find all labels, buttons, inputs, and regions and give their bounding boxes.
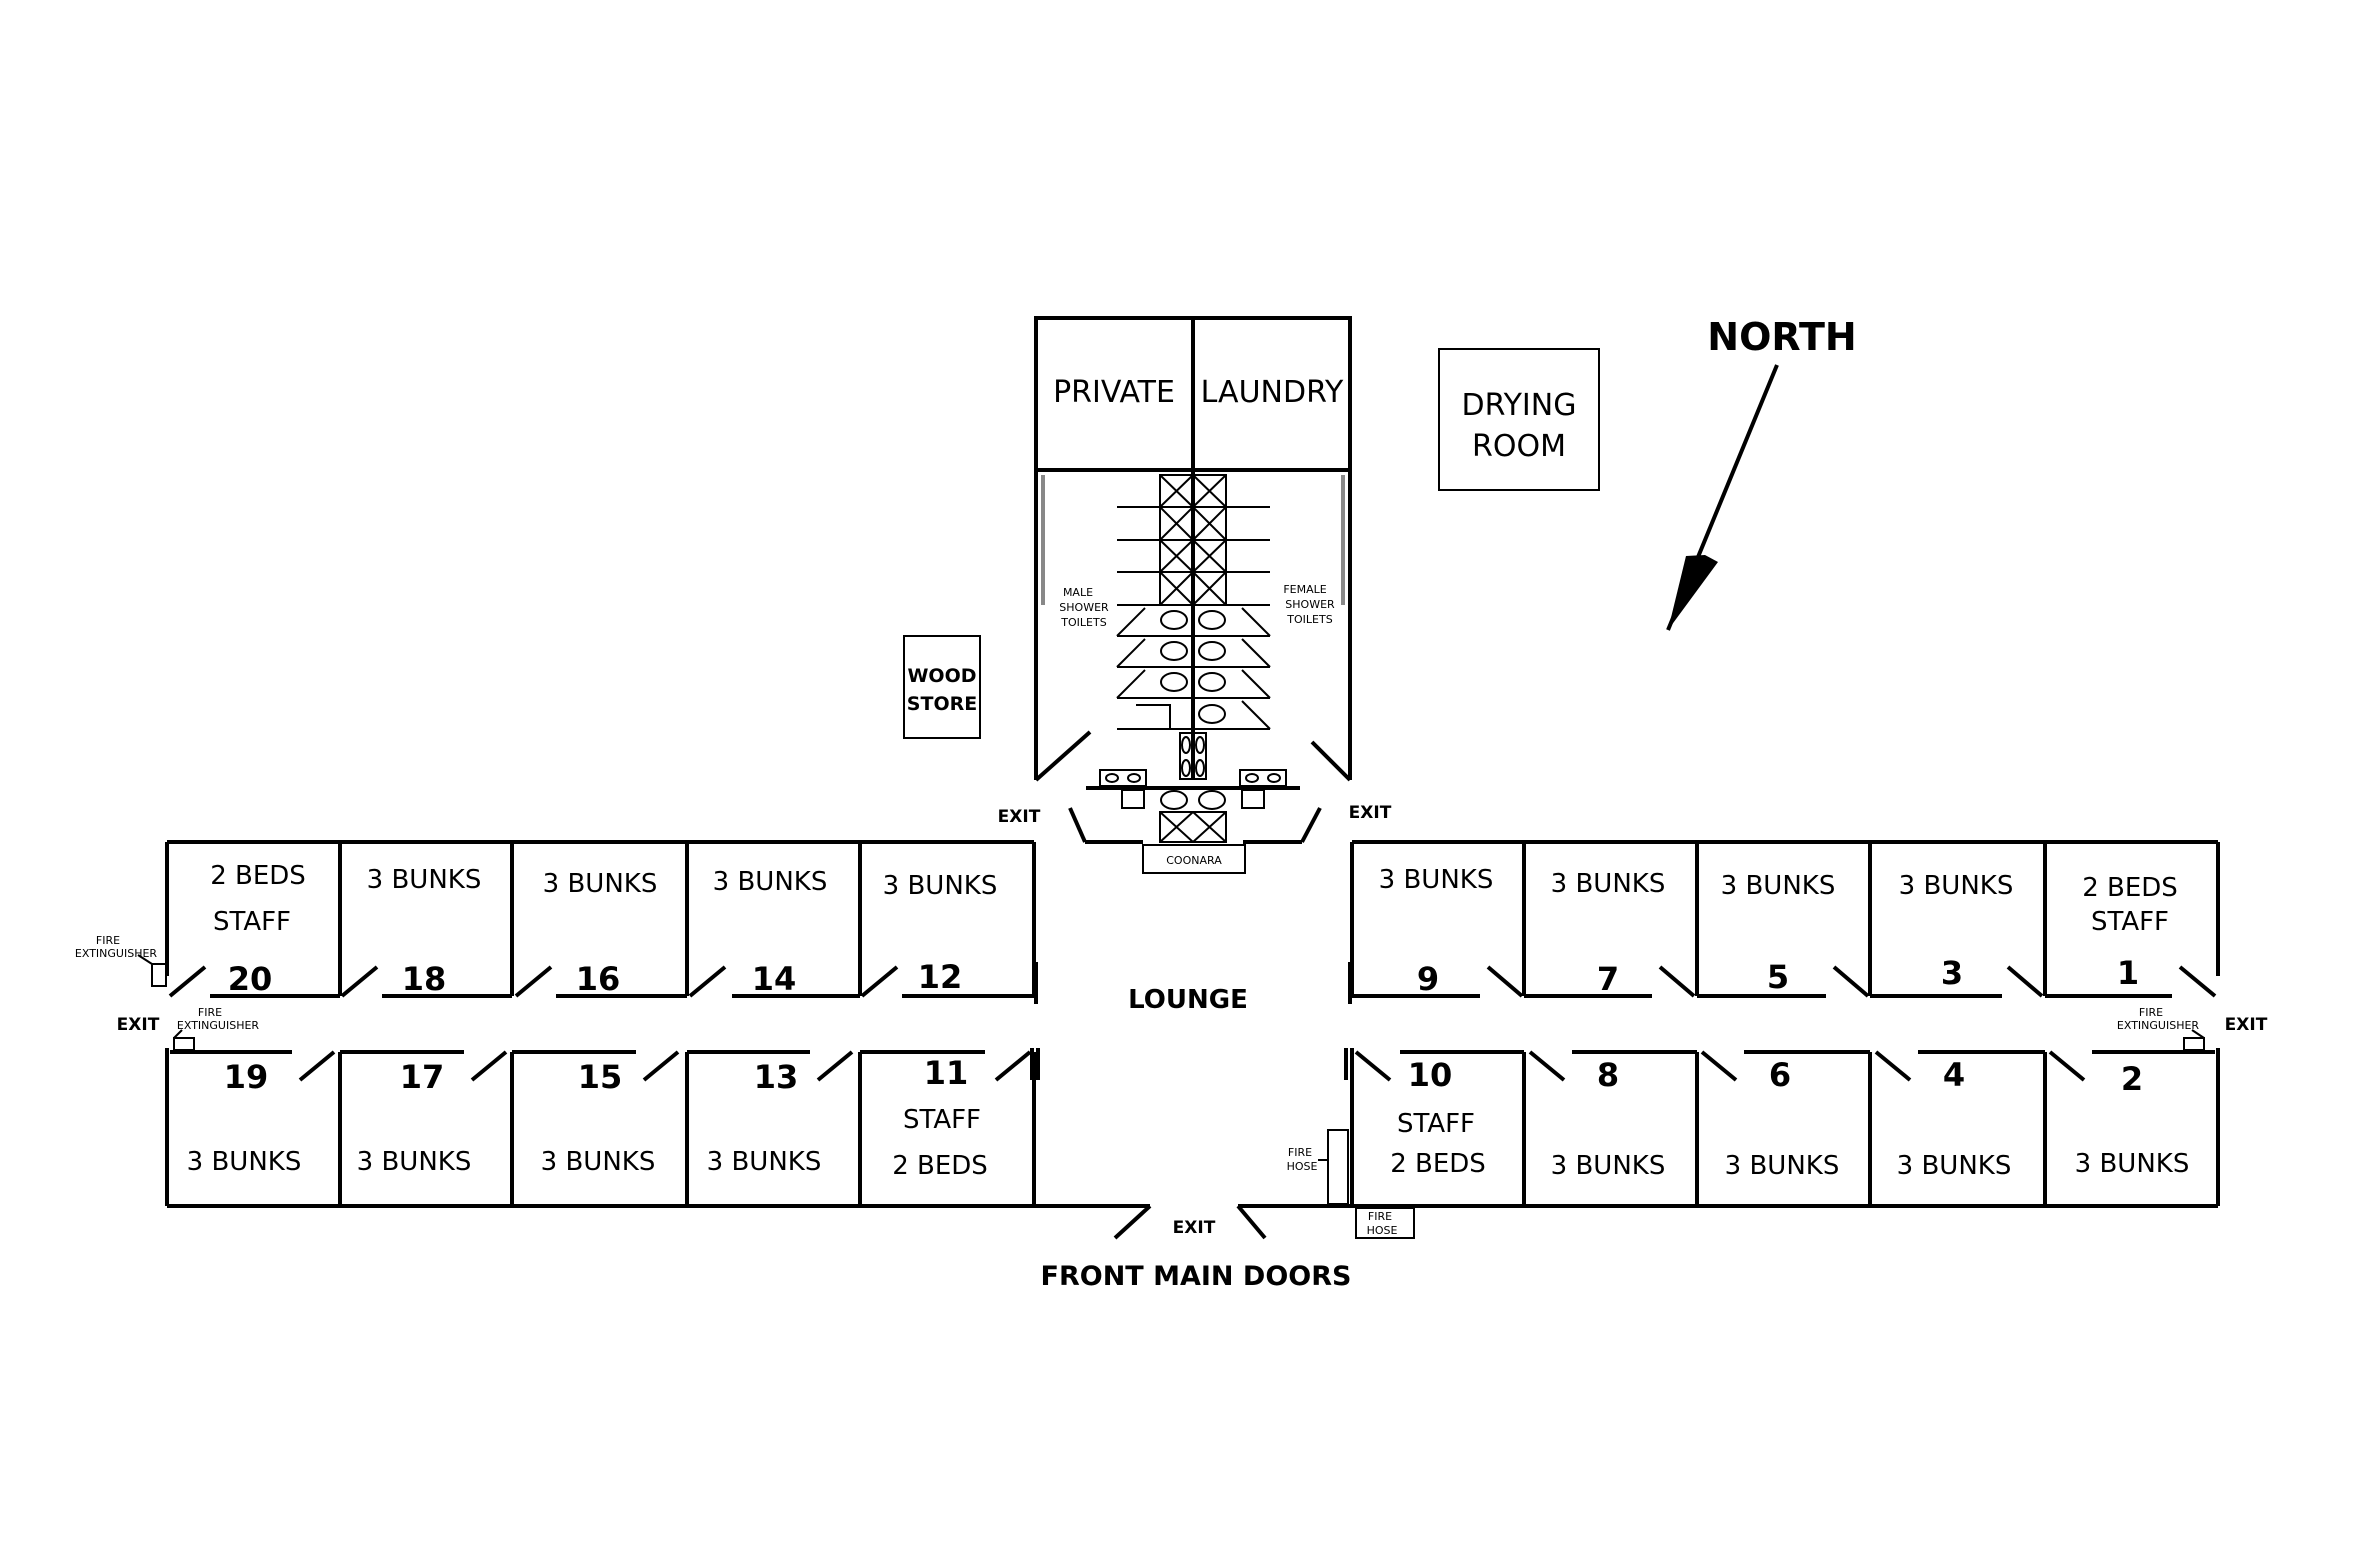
room-13-number: 13 <box>754 1058 799 1096</box>
room-9-number: 9 <box>1417 960 1439 998</box>
room-15-number: 15 <box>578 1058 623 1096</box>
room-9-line1: 3 BUNKS <box>1379 865 1494 895</box>
fire-hose-2: HOSE <box>1287 1160 1318 1173</box>
room-10-line1: STAFF <box>1397 1109 1475 1139</box>
room-19-line1: 3 BUNKS <box>187 1147 302 1177</box>
room-12-line1: 3 BUNKS <box>883 871 998 901</box>
exit-label-east: EXIT <box>2225 1015 2268 1035</box>
room-14-line1: 3 BUNKS <box>713 867 828 897</box>
room-20-line1: 2 BEDS <box>210 861 306 891</box>
male-label-2: SHOWER <box>1059 601 1109 614</box>
fire-ext-west-2: EXTINGUISHER <box>75 947 158 960</box>
room-17-line1: 3 BUNKS <box>357 1147 472 1177</box>
room-20-line2: STAFF <box>213 907 291 937</box>
room-1-number: 1 <box>2117 954 2139 992</box>
female-label-3: TOILETS <box>1286 613 1332 626</box>
wood-store-label-2: STORE <box>907 693 977 715</box>
female-label-1: FEMALE <box>1283 583 1326 596</box>
room-4-line1: 3 BUNKS <box>1897 1151 2012 1181</box>
fire-hose-4: HOSE <box>1367 1224 1398 1237</box>
drying-room-label-1: DRYING <box>1462 388 1577 423</box>
wood-store-label-1: WOOD <box>907 665 976 687</box>
room-3-number: 3 <box>1941 954 1963 992</box>
coonara-label: COONARA <box>1166 854 1222 867</box>
room-8-number: 8 <box>1597 1056 1619 1094</box>
north-arrow-icon <box>1666 364 1779 631</box>
room-4-number: 4 <box>1943 1056 1965 1094</box>
front-main-doors <box>1113 1204 1267 1240</box>
room-2-number: 2 <box>2121 1060 2143 1098</box>
lounge-label: LOUNGE <box>1128 985 1248 1015</box>
female-label-2: SHOWER <box>1285 598 1335 611</box>
room-18-line1: 3 BUNKS <box>367 865 482 895</box>
room-7-number: 7 <box>1597 960 1619 998</box>
front-main-doors-label: FRONT MAIN DOORS <box>1041 1261 1352 1292</box>
room-6-line1: 3 BUNKS <box>1725 1151 1840 1181</box>
room-11-line2: 2 BEDS <box>892 1151 988 1181</box>
room-1-line2: STAFF <box>2091 907 2169 937</box>
fire-ext-west-corridor-2: EXTINGUISHER <box>177 1019 260 1032</box>
exit-label-amenities-right: EXIT <box>1349 803 1392 823</box>
room-8-line1: 3 BUNKS <box>1551 1151 1666 1181</box>
exit-label-west: EXIT <box>117 1015 160 1035</box>
drying-room-label-2: ROOM <box>1472 429 1566 464</box>
room-5-line1: 3 BUNKS <box>1721 871 1836 901</box>
room-7-line1: 3 BUNKS <box>1551 869 1666 899</box>
room-6-number: 6 <box>1769 1056 1791 1094</box>
room-11-line1: STAFF <box>903 1105 981 1135</box>
room-2-line1: 3 BUNKS <box>2075 1149 2190 1179</box>
fire-ext-east-2: EXTINGUISHER <box>2117 1019 2200 1032</box>
room-1-line1: 2 BEDS <box>2082 873 2178 903</box>
wood-store <box>903 635 981 739</box>
room-16-number: 16 <box>576 960 621 998</box>
drying-room <box>1438 348 1600 491</box>
room-11-number: 11 <box>924 1054 969 1092</box>
fire-ext-east-1: FIRE <box>2139 1006 2163 1019</box>
fire-hose-icon <box>1318 1129 1415 1239</box>
room-10-line2: 2 BEDS <box>1390 1149 1486 1179</box>
north-label: NORTH <box>1707 315 1856 359</box>
room-3-line1: 3 BUNKS <box>1899 871 2014 901</box>
fire-extinguisher-icon <box>137 954 2205 1051</box>
room-12-number: 12 <box>918 958 963 996</box>
coonara-heater <box>1142 844 1246 874</box>
shower-cubicles <box>1117 474 1270 606</box>
exit-label-amenities-left: EXIT <box>998 807 1041 827</box>
room-16-line1: 3 BUNKS <box>543 869 658 899</box>
male-label-3: TOILETS <box>1060 616 1106 629</box>
fire-hose-1: FIRE <box>1288 1146 1312 1159</box>
fire-ext-west-1: FIRE <box>96 934 120 947</box>
male-label-1: MALE <box>1063 586 1093 599</box>
fire-ext-west-corridor-1: FIRE <box>198 1006 222 1019</box>
private-label: PRIVATE <box>1053 375 1175 410</box>
room-19-number: 19 <box>224 1058 269 1096</box>
room-14-number: 14 <box>752 960 797 998</box>
exit-label-front: EXIT <box>1173 1218 1216 1238</box>
amenities-block <box>1034 470 1352 844</box>
fire-hose-3: FIRE <box>1368 1210 1392 1223</box>
west-wing <box>165 840 1150 1208</box>
room-20-number: 20 <box>228 960 273 998</box>
room-18-number: 18 <box>402 960 447 998</box>
room-5-number: 5 <box>1767 958 1789 996</box>
room-10-number: 10 <box>1408 1056 1453 1094</box>
room-13-line1: 3 BUNKS <box>707 1147 822 1177</box>
room-17-number: 17 <box>400 1058 445 1096</box>
toilet-cubicles <box>1099 604 1287 843</box>
laundry-label: LAUNDRY <box>1201 375 1344 410</box>
east-wing <box>1238 840 2220 1208</box>
room-15-line1: 3 BUNKS <box>541 1147 656 1177</box>
